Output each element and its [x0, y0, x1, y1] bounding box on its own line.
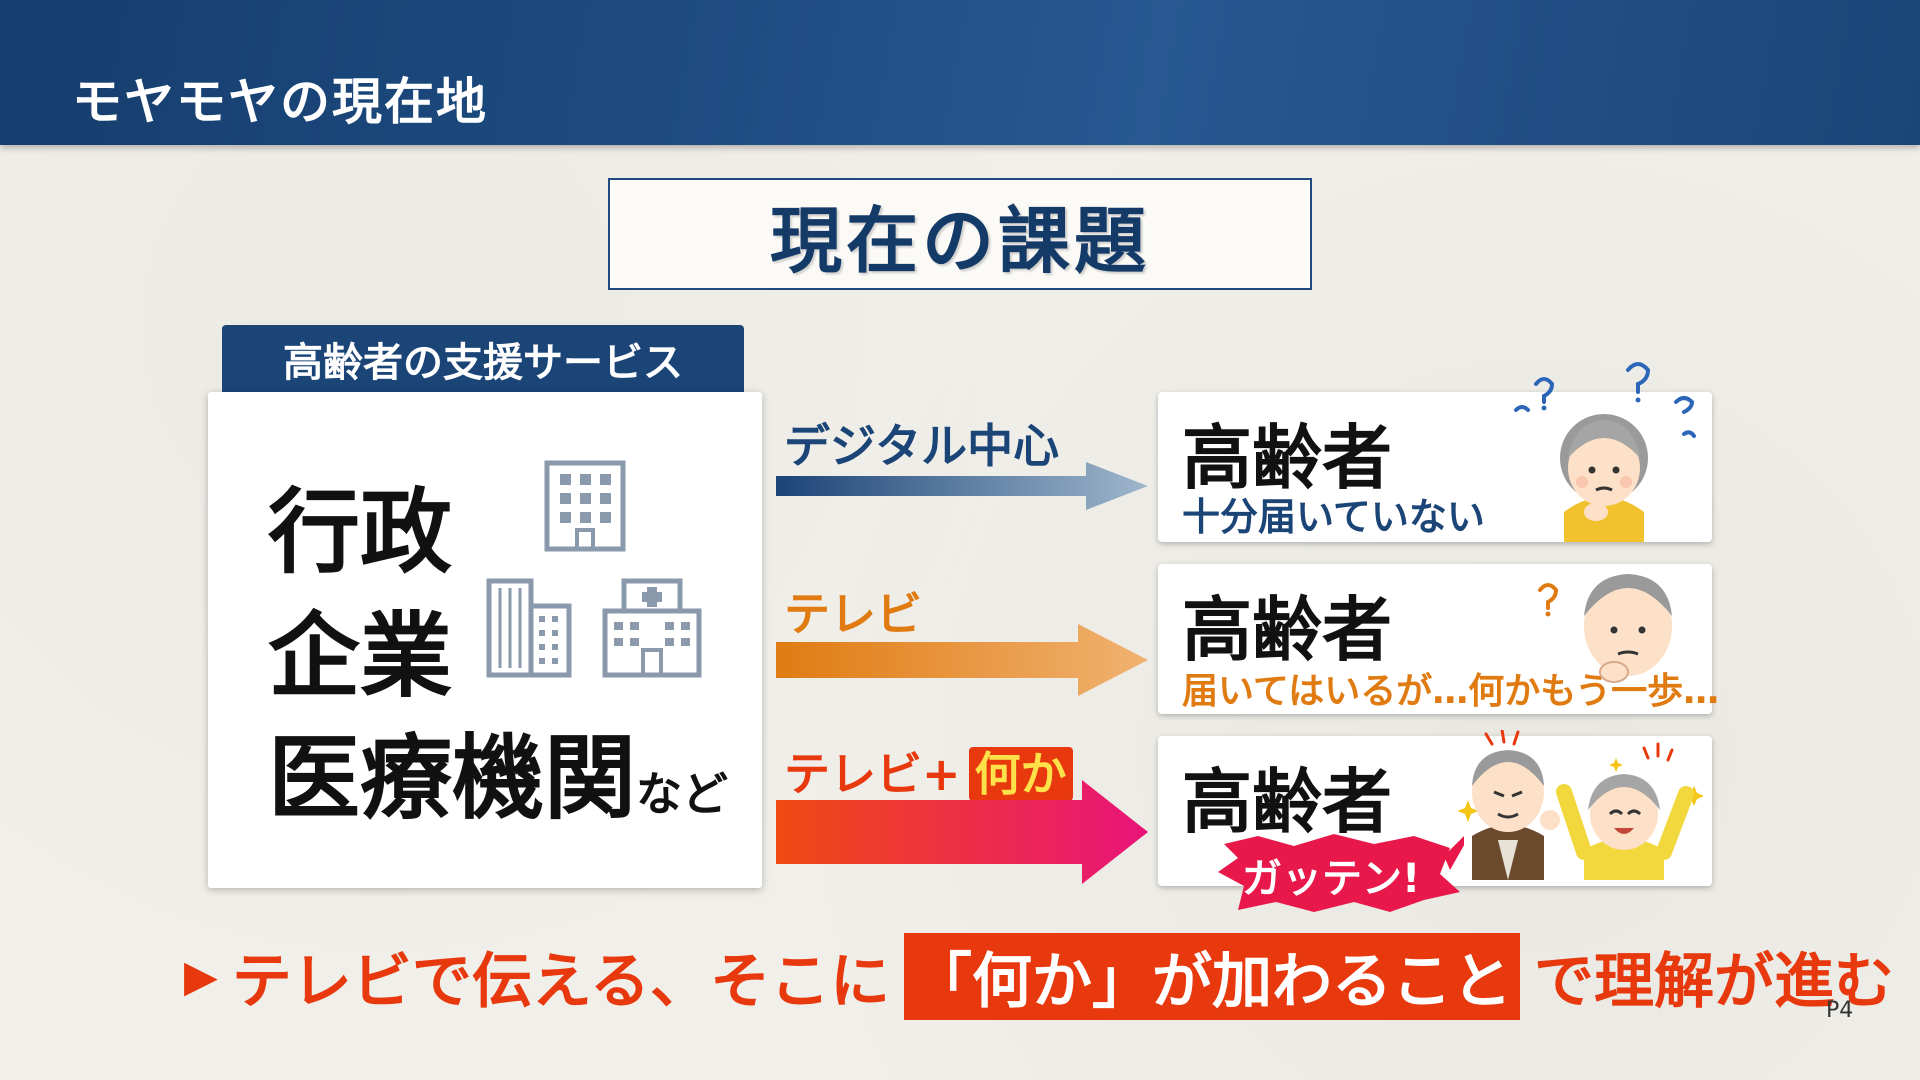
result-sub: 十分届いていない	[1182, 495, 1485, 539]
services-tab: 高齢者の支援サービス	[222, 325, 744, 393]
channel-tv-plus-label: テレビ+何か	[784, 738, 1073, 804]
org-suffix: など	[636, 767, 729, 821]
conclusion-before: テレビで伝える、そこに	[231, 946, 891, 1017]
channel-tv-arrow	[776, 624, 1148, 696]
government-building-icon	[544, 460, 626, 552]
result-card-digital: 高齢者 十分届いていない	[1158, 362, 1712, 542]
page-number: P4	[1826, 998, 1854, 1023]
office-buildings-icon	[486, 578, 572, 678]
org-companies: 企業	[268, 603, 453, 710]
result-title: 高齢者	[1182, 417, 1392, 499]
channel-tv-plus-arrow	[776, 780, 1148, 884]
delighted-elders-icon	[1458, 730, 1704, 880]
result-card-tv-plus: 高齢者 ガッテン!	[1158, 730, 1712, 912]
org-medical-label: 医療機関	[268, 725, 637, 832]
channel-digital-label: デジタル中心	[784, 419, 1060, 473]
result-title: 高齢者	[1182, 761, 1392, 843]
result-sub: 届いてはいるが…何かもう一歩…	[1182, 671, 1720, 712]
confused-elder-woman-icon	[1514, 362, 1696, 542]
pondering-elder-man-icon	[1538, 574, 1672, 683]
channel-tv-plus-highlight: 何か	[968, 747, 1073, 801]
topic-title: 現在の課題	[769, 197, 1150, 283]
gatten-burst-icon	[1218, 834, 1464, 912]
channel-tv-label: テレビ	[784, 587, 922, 641]
services-card: 行政 企業 医療機関など	[208, 392, 762, 888]
channel-digital-arrow	[776, 462, 1148, 510]
result-card-tv: 高齢者 届いてはいるが…何かもう一歩…	[1158, 564, 1719, 714]
conclusion-line: ▶ テレビで伝える、そこに 「何か」が加わること で理解が進む	[184, 932, 1894, 1020]
conclusion-after: で理解が進む	[1534, 946, 1895, 1017]
result-title: 高齢者	[1182, 589, 1392, 671]
org-government: 行政	[268, 479, 453, 586]
channel-tv-plus-prefix: テレビ+	[784, 747, 961, 801]
hospital-icon	[602, 578, 702, 678]
gatten-text: ガッテン!	[1242, 856, 1421, 902]
conclusion-highlight: 「何か」が加わること	[904, 932, 1521, 1020]
header-bar: モヤモヤの現在地	[0, 0, 1920, 145]
slide-title: モヤモヤの現在地	[72, 73, 488, 131]
topic-box: 現在の課題	[608, 178, 1312, 290]
org-medical: 医療機関など	[268, 704, 728, 837]
triangle-marker-icon: ▶	[184, 950, 218, 1002]
